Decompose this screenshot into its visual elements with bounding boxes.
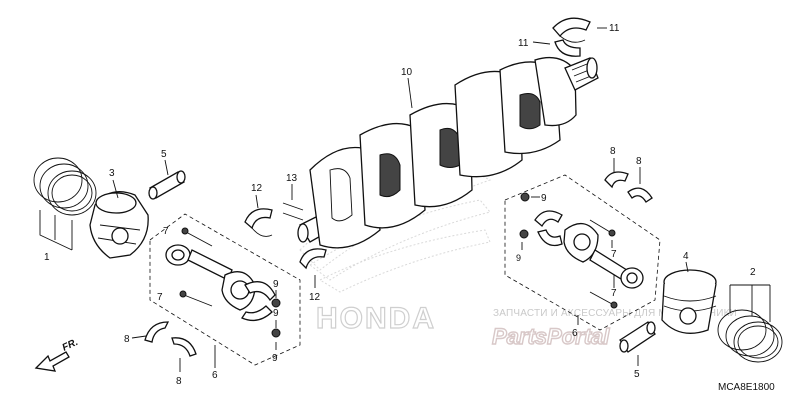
callout-9c: 9 xyxy=(272,353,278,364)
callout-1-bracket xyxy=(39,210,73,251)
callout-8a: 8 xyxy=(124,334,130,345)
connecting-rod-right xyxy=(563,223,644,289)
rod-nuts-right xyxy=(519,192,530,239)
callout-7c: 7 xyxy=(611,249,617,260)
conrod-bolt-lower-right xyxy=(589,291,618,309)
callout-9a: 9 xyxy=(273,279,279,290)
leader-12a xyxy=(255,194,259,209)
conrod-group-right-outline xyxy=(504,174,661,331)
callout-2: 2 xyxy=(750,267,756,278)
callout-11b: 11 xyxy=(518,38,529,49)
conrod-bearing-8-left-a xyxy=(144,321,170,343)
front-direction-arrow xyxy=(34,351,70,372)
piston-right xyxy=(661,269,717,334)
dowel-pin-13 xyxy=(282,202,304,221)
connecting-rod-left xyxy=(165,244,256,311)
callout-6b: 6 xyxy=(572,328,578,339)
conrod-bolt-upper-left xyxy=(181,227,213,247)
leader-10 xyxy=(407,77,413,109)
callout-5a: 5 xyxy=(161,149,167,160)
leader-4 xyxy=(685,261,689,273)
callout-3: 3 xyxy=(109,168,115,179)
callout-11a: 11 xyxy=(609,23,620,34)
leader-5a xyxy=(164,159,169,176)
front-direction-label: FR. xyxy=(61,337,80,354)
callout-12a: 12 xyxy=(251,183,263,194)
callout-9d: 9 xyxy=(541,193,547,204)
rod-cap-left xyxy=(241,281,276,322)
callout-1: 1 xyxy=(44,252,50,263)
piston-pin-left xyxy=(148,170,186,200)
honda-watermark-text: HONDA xyxy=(316,302,436,335)
thrust-bearing-11-b xyxy=(554,39,581,57)
callout-10: 10 xyxy=(401,67,413,78)
leader-11b xyxy=(532,41,551,45)
callout-12b: 12 xyxy=(309,292,321,303)
crankshaft xyxy=(297,56,599,249)
leader-8a xyxy=(131,335,147,339)
watermark-caption: ЗАПЧАСТИ И АКСЕССУАРЫ ДЛЯ МОТОТЕХНИКИ xyxy=(493,308,737,319)
thrust-bearing-11-a xyxy=(552,17,591,43)
callout-5b: 5 xyxy=(634,369,640,380)
callout-8b: 8 xyxy=(176,376,182,387)
callout-8c: 8 xyxy=(610,146,616,157)
main-bearing-12-upper xyxy=(244,208,273,237)
callout-7a: 7 xyxy=(163,226,169,237)
piston-ring-set-right xyxy=(717,309,783,363)
leader-3 xyxy=(112,179,119,199)
rod-nuts-left xyxy=(271,298,281,338)
conrod-bolt-lower-left xyxy=(179,290,213,307)
conrod-bearing-8-left-b xyxy=(171,337,197,357)
callout-7b: 7 xyxy=(157,292,163,303)
piston-left xyxy=(89,191,149,259)
conrod-bolt-upper-right xyxy=(589,219,616,237)
diagram-code: MCA8E1800 xyxy=(718,382,775,393)
conrod-bearing-8-right-b xyxy=(627,187,653,203)
rod-cap-right xyxy=(534,210,563,247)
watermark-logo: PartsPortal xyxy=(492,324,610,349)
callout-6a: 6 xyxy=(212,370,218,381)
conrod-bearing-8-right-a xyxy=(604,171,629,189)
piston-ring-set-left xyxy=(33,157,97,216)
main-bearing-12-lower xyxy=(299,248,327,270)
callout-4: 4 xyxy=(683,251,689,262)
callout-13: 13 xyxy=(286,173,298,184)
conrod-group-left-outline xyxy=(149,213,301,366)
callout-9e: 9 xyxy=(516,253,521,263)
piston-pin-right xyxy=(619,321,656,353)
callout-7d: 7 xyxy=(611,288,617,299)
callout-8d: 8 xyxy=(636,156,642,167)
callout-2-bracket xyxy=(729,284,771,322)
callout-9b: 9 xyxy=(273,308,279,319)
